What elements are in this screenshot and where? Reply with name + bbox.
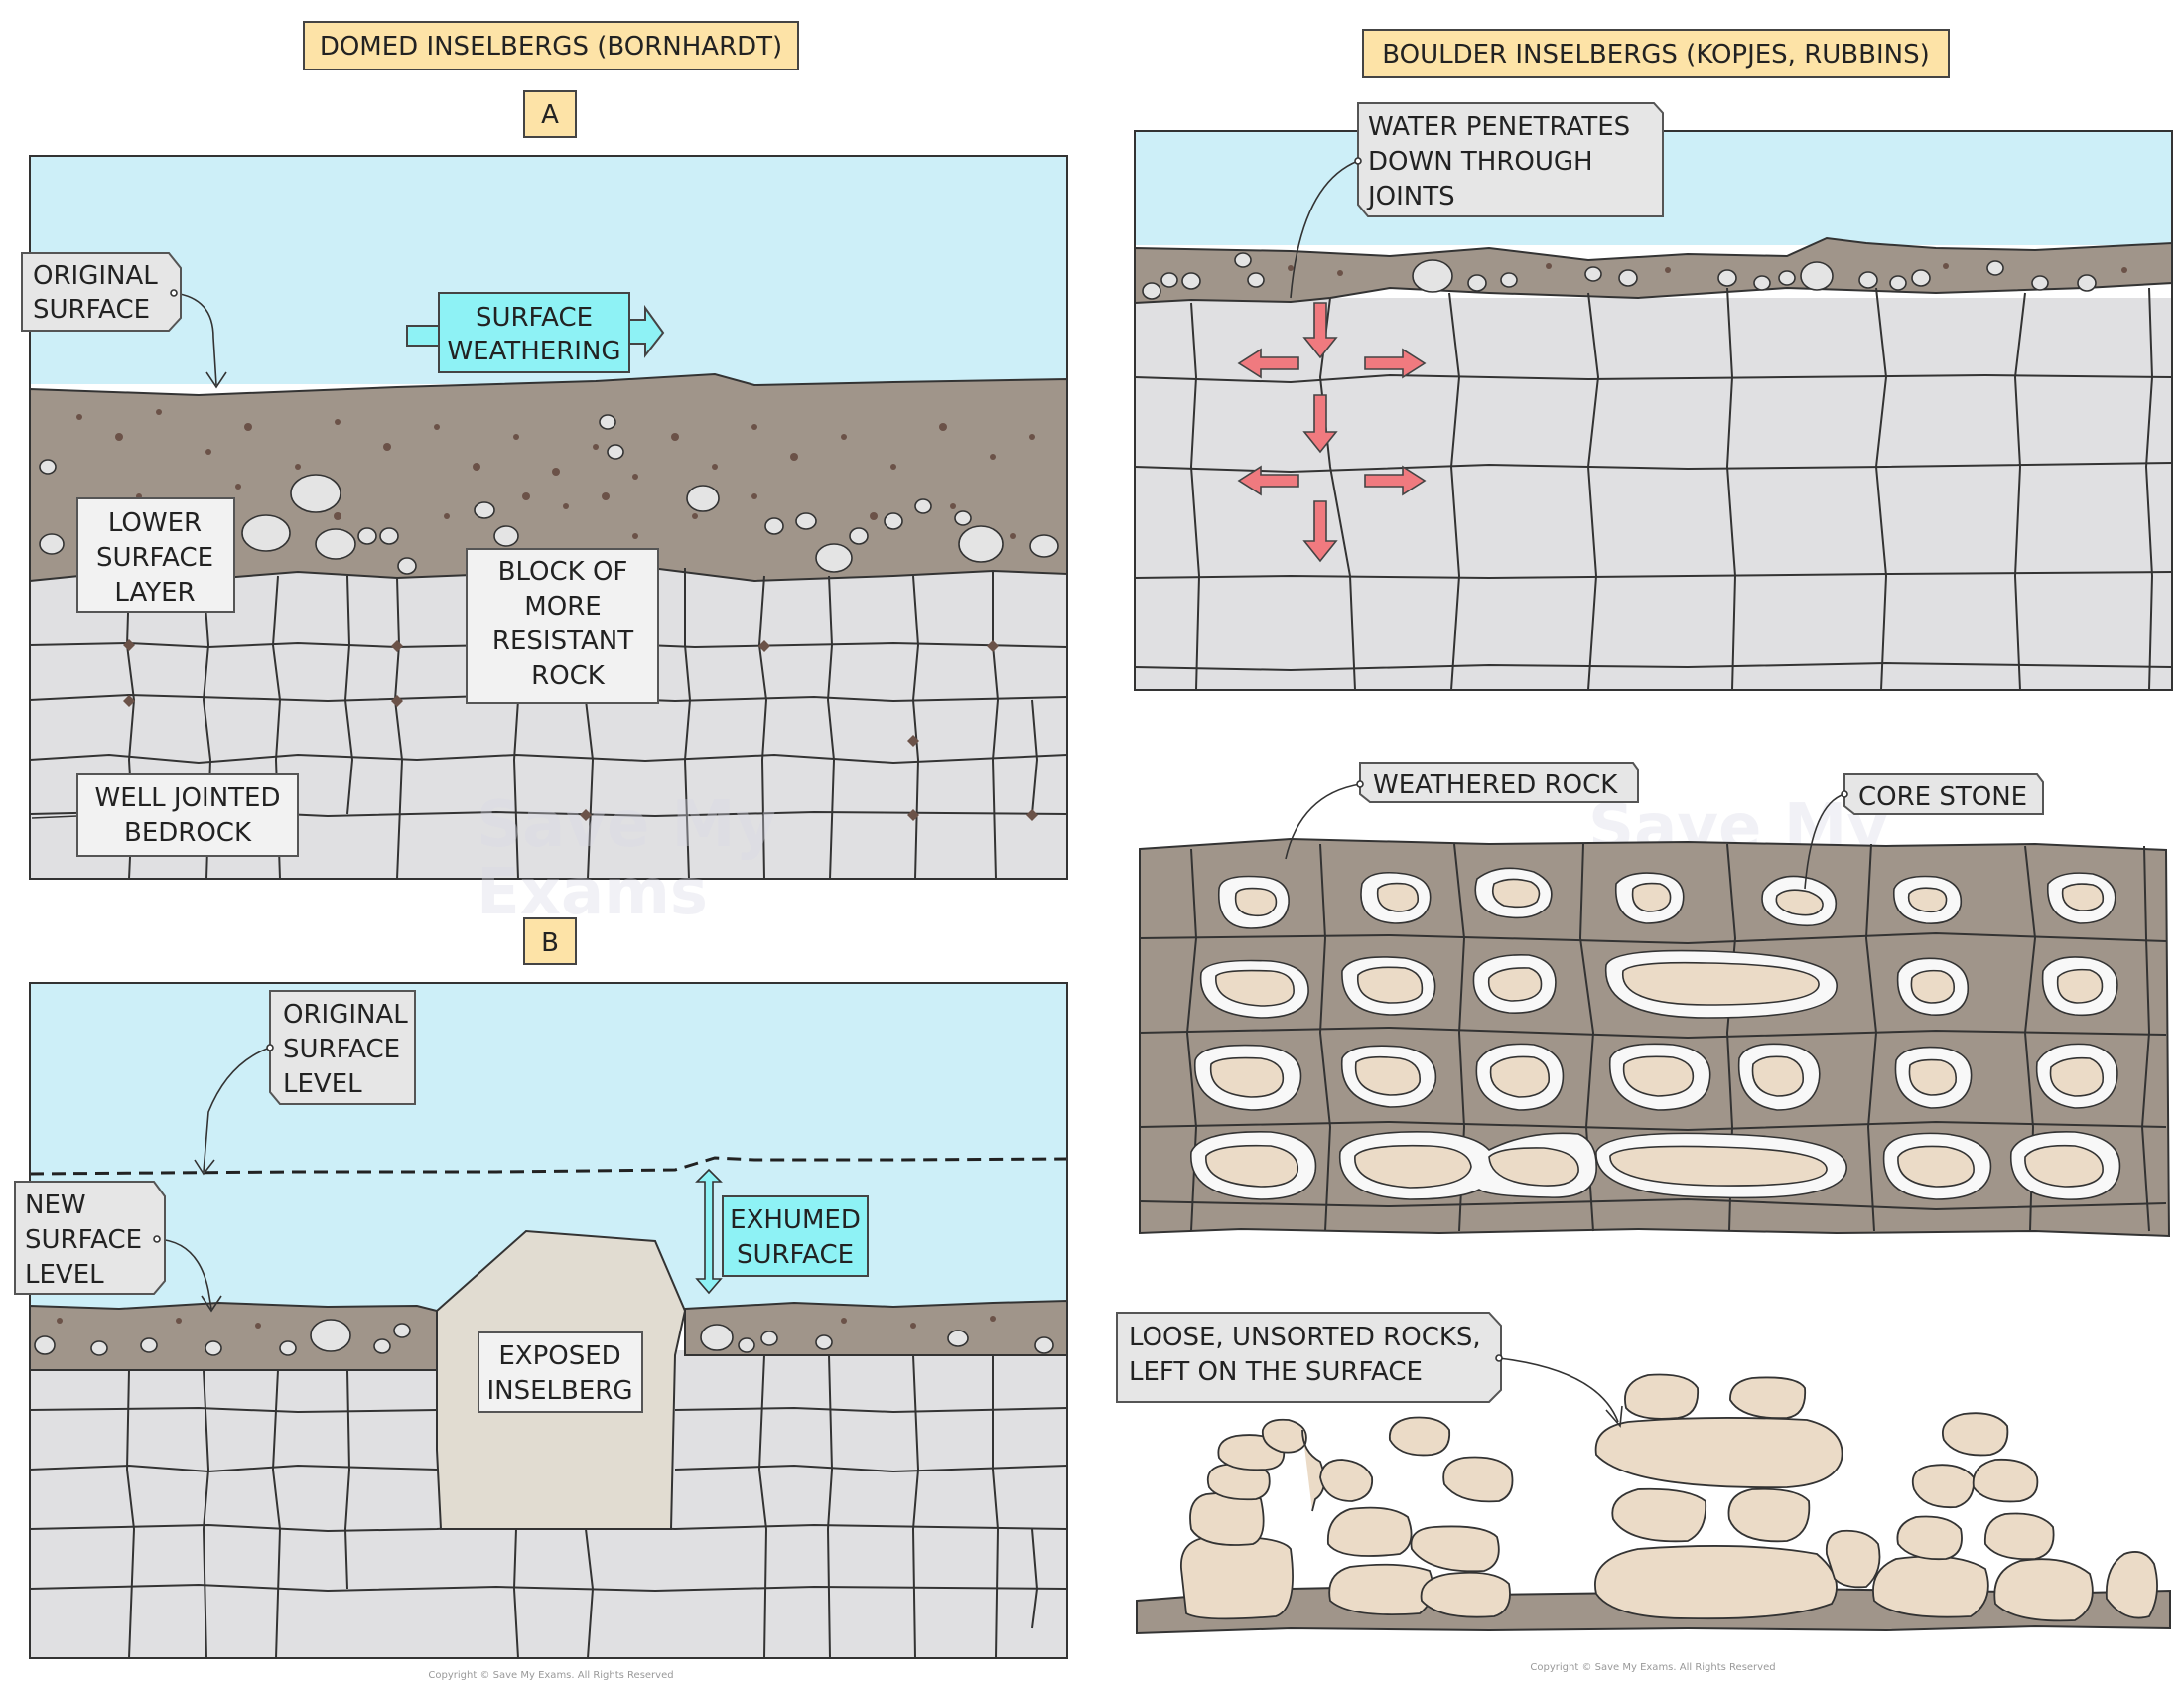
svg-text:RESISTANT: RESISTANT xyxy=(492,627,633,656)
svg-text:SURFACE: SURFACE xyxy=(96,543,213,573)
svg-text:SURFACE: SURFACE xyxy=(737,1240,854,1270)
svg-text:EXHUMED: EXHUMED xyxy=(730,1205,861,1235)
label-exhumed-surface: EXHUMED SURFACE xyxy=(695,1168,869,1295)
svg-text:ROCK: ROCK xyxy=(531,661,606,691)
loose-boulders xyxy=(1180,1373,2158,1622)
panel-b-tag: B xyxy=(523,917,577,965)
svg-text:LOWER: LOWER xyxy=(108,508,202,538)
bedrock-joints-a xyxy=(29,568,1068,880)
svg-text:SURFACE: SURFACE xyxy=(33,295,150,325)
svg-text:NEW: NEW xyxy=(25,1191,86,1220)
joint-weathering-marks-a xyxy=(123,639,1038,821)
svg-text:MORE: MORE xyxy=(524,592,601,622)
label-water-penetrates: WATER PENETRATES DOWN THROUGH JOINTS xyxy=(1290,102,1664,299)
panel-b: ORIGINAL SURFACE LEVEL NEW SURFACE LEVEL… xyxy=(14,982,1068,1659)
label-loose-rocks: LOOSE, UNSORTED ROCKS, LEFT ON THE SURFA… xyxy=(1116,1312,1623,1428)
svg-text:EXPOSED: EXPOSED xyxy=(498,1341,620,1371)
bedrock-joints-b xyxy=(29,1354,1068,1659)
label-original-surface: ORIGINAL SURFACE xyxy=(21,252,227,389)
label-exposed-inselberg: EXPOSED INSELBERG xyxy=(478,1331,643,1413)
svg-text:Save My: Save My xyxy=(477,788,776,862)
panel-a-tag: A xyxy=(523,90,577,138)
svg-text:WEATHERED ROCK: WEATHERED ROCK xyxy=(1373,770,1618,800)
core-stones xyxy=(1190,867,2121,1200)
svg-text:SURFACE: SURFACE xyxy=(25,1225,142,1255)
panel-a: ORIGINAL SURFACE SURFACE WEATHERING LOWE… xyxy=(21,155,1068,880)
svg-text:BLOCK OF: BLOCK OF xyxy=(498,557,628,587)
svg-text:Exams: Exams xyxy=(477,856,708,929)
panel-loose-rocks: LOOSE, UNSORTED ROCKS, LEFT ON THE SURFA… xyxy=(1116,1312,2171,1635)
svg-text:CORE STONE: CORE STONE xyxy=(1858,782,2027,812)
svg-text:WATER PENETRATES: WATER PENETRATES xyxy=(1368,112,1630,142)
label-new-surface-level: NEW SURFACE LEVEL xyxy=(14,1181,222,1313)
water-flow-arrows xyxy=(1237,302,1427,563)
svg-text:JOINTS: JOINTS xyxy=(1366,182,1455,211)
svg-text:A: A xyxy=(541,100,559,130)
svg-text:DOWN THROUGH: DOWN THROUGH xyxy=(1368,147,1593,177)
svg-text:DOMED INSELBERGS (BORNHARDT): DOMED INSELBERGS (BORNHARDT) xyxy=(320,32,782,62)
panel-water-penetration: WATER PENETRATES DOWN THROUGH JOINTS xyxy=(1134,102,2173,691)
arrow-right-icon xyxy=(1364,465,1427,496)
label-well-jointed-bedrock: WELL JOINTED BEDROCK xyxy=(31,773,299,857)
svg-text:INSELBERG: INSELBERG xyxy=(486,1376,632,1406)
original-surface-dashed-line xyxy=(29,1156,1068,1176)
svg-text:SURFACE: SURFACE xyxy=(476,303,593,333)
arrow-down-icon xyxy=(1302,394,1338,454)
soil-pebbles-b xyxy=(34,1316,1054,1356)
label-core-stone: CORE STONE xyxy=(1804,773,2044,890)
svg-text:LEFT ON THE SURFACE: LEFT ON THE SURFACE xyxy=(1129,1357,1423,1387)
right-title: BOULDER INSELBERGS (KOPJES, RUBBINS) xyxy=(1362,29,1950,78)
svg-text:WEATHERING: WEATHERING xyxy=(447,337,620,366)
svg-text:SURFACE: SURFACE xyxy=(283,1035,400,1064)
label-block-resistant-rock: BLOCK OF MORE RESISTANT ROCK xyxy=(466,548,659,704)
arrow-down-icon xyxy=(1302,302,1338,359)
svg-text:LEVEL: LEVEL xyxy=(283,1069,362,1099)
svg-text:ORIGINAL: ORIGINAL xyxy=(283,1000,408,1030)
label-lower-surface-layer: LOWER SURFACE LAYER xyxy=(76,497,235,613)
svg-text:WELL JOINTED: WELL JOINTED xyxy=(95,783,281,813)
arrow-left-icon xyxy=(1237,465,1299,496)
svg-text:B: B xyxy=(541,928,559,958)
left-title: DOMED INSELBERGS (BORNHARDT) xyxy=(303,21,799,70)
soil-pebbles-c xyxy=(1142,252,2127,300)
svg-text:ORIGINAL: ORIGINAL xyxy=(33,261,158,291)
svg-text:LEVEL: LEVEL xyxy=(25,1260,104,1290)
arrow-right-icon xyxy=(1364,348,1427,379)
label-original-surface-level: ORIGINAL SURFACE LEVEL xyxy=(194,990,416,1176)
copyright-right: Copyright © Save My Exams. All Rights Re… xyxy=(1530,1662,1775,1673)
exhumed-double-arrow-icon xyxy=(695,1168,723,1295)
arrow-left-icon xyxy=(1237,348,1299,379)
svg-text:BOULDER INSELBERGS (KOPJES, RU: BOULDER INSELBERGS (KOPJES, RUBBINS) xyxy=(1382,40,1930,70)
svg-text:LOOSE, UNSORTED ROCKS,: LOOSE, UNSORTED ROCKS, xyxy=(1129,1323,1481,1352)
soil-pebbles xyxy=(39,414,1059,575)
svg-text:LAYER: LAYER xyxy=(114,578,195,608)
label-surface-weathering: SURFACE WEATHERING xyxy=(406,292,665,373)
soil-grains xyxy=(76,409,1035,539)
bedrock-joints-c xyxy=(1134,287,2173,691)
label-weathered-rock: WEATHERED ROCK xyxy=(1285,762,1639,860)
panel-core-stones: WEATHERED ROCK CORE STONE xyxy=(1139,762,2171,1238)
arrow-down-icon xyxy=(1302,500,1338,563)
copyright-left: Copyright © Save My Exams. All Rights Re… xyxy=(428,1670,673,1681)
svg-text:BEDROCK: BEDROCK xyxy=(124,818,252,848)
